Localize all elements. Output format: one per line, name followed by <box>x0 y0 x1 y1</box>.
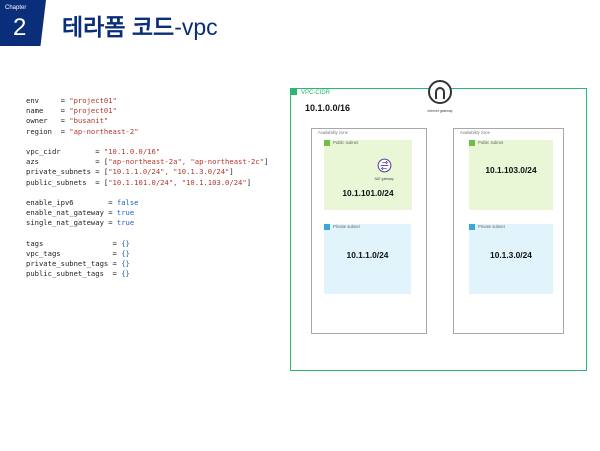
code-blank-line <box>26 188 268 198</box>
code-line: owner = "busanit" <box>26 116 109 126</box>
code-line: enable_ipv6 = false <box>26 197 139 207</box>
public-subnet-tag-icon <box>469 140 475 146</box>
vpc-box: VPC-CIDR 10.1.0.0/16 <box>290 88 587 371</box>
private-subnet-c: Private subnet 10.1.3.0/24 <box>469 224 553 294</box>
code-line: azs = ["ap-northeast-2a", "ap-northeast-… <box>26 157 269 167</box>
code-line: private_subnet_tags = {} <box>26 259 130 268</box>
code-line: single_nat_gateway = true <box>26 218 135 228</box>
private-subnet-cidr: 10.1.3.0/24 <box>490 250 532 260</box>
vpc-tag-icon <box>290 88 297 95</box>
slide-title: 테라폼 코드-vpc <box>62 11 218 43</box>
terraform-code-block: env = "project01"name = "project01"owner… <box>26 96 268 279</box>
vpc-cidr: 10.1.0.0/16 <box>305 103 351 113</box>
public-subnet-cidr: 10.1.101.0/24 <box>342 188 394 198</box>
chapter-word: Chapter <box>5 5 27 11</box>
public-subnet-label: Public subnet <box>333 140 359 145</box>
code-blank-line <box>26 137 268 147</box>
code-line: tags = {} <box>26 238 130 248</box>
private-subnet-label: Private subnet <box>333 224 360 229</box>
code-line: enable_nat_gateway = true <box>26 208 135 218</box>
public-subnet-tag-icon <box>324 140 330 146</box>
code-line: region = "ap-northeast-2" <box>26 126 139 136</box>
chapter-badge: Chapter 2 <box>0 0 46 46</box>
nat-gateway-label: NAT gateway <box>374 177 394 181</box>
code-line: name = "project01" <box>26 106 117 116</box>
code-line: env = "project01" <box>26 96 117 105</box>
vpc-label: VPC-CIDR <box>301 90 331 96</box>
code-line: vpc_cidr = "10.1.0.0/16" <box>26 146 161 156</box>
chapter-number: 2 <box>13 14 27 41</box>
slide-title-suffix: -vpc <box>174 14 218 40</box>
private-subnet-tag-icon <box>324 224 330 230</box>
availability-zone-label: Availability zone <box>460 130 490 135</box>
private-subnet-cidr: 10.1.1.0/24 <box>346 250 389 260</box>
code-blank-line <box>26 228 268 238</box>
arch-icon <box>435 87 445 99</box>
slide-title-main: 테라폼 코드 <box>62 14 175 40</box>
availability-zone-label: Availability zone <box>318 130 348 135</box>
public-subnet-c: Public subnet 10.1.103.0/24 <box>469 140 553 210</box>
code-line: private_subnets = ["10.1.1.0/24", "10.1.… <box>26 167 234 177</box>
code-line: public_subnets = ["10.1.101.0/24", "10.1… <box>26 177 252 187</box>
code-line: vpc_tags = {} <box>26 248 130 258</box>
public-subnet-label: Public subnet <box>478 140 504 145</box>
availability-zone-a: Availability zone <box>311 128 427 334</box>
private-subnet-a: Private subnet 10.1.1.0/24 <box>324 224 411 294</box>
internet-gateway-icon <box>428 80 452 104</box>
public-subnet-cidr: 10.1.103.0/24 <box>485 165 537 175</box>
private-subnet-tag-icon <box>469 224 475 230</box>
code-line: public_subnet_tags = {} <box>26 269 130 279</box>
nat-gateway-icon <box>377 158 392 173</box>
private-subnet-label: Private subnet <box>478 224 505 229</box>
availability-zone-c: Availability zone <box>453 128 564 334</box>
internet-gateway-label: internet gateway <box>427 109 453 113</box>
public-subnet-a: Public subnet 10.1.101.0/24 <box>324 140 412 210</box>
